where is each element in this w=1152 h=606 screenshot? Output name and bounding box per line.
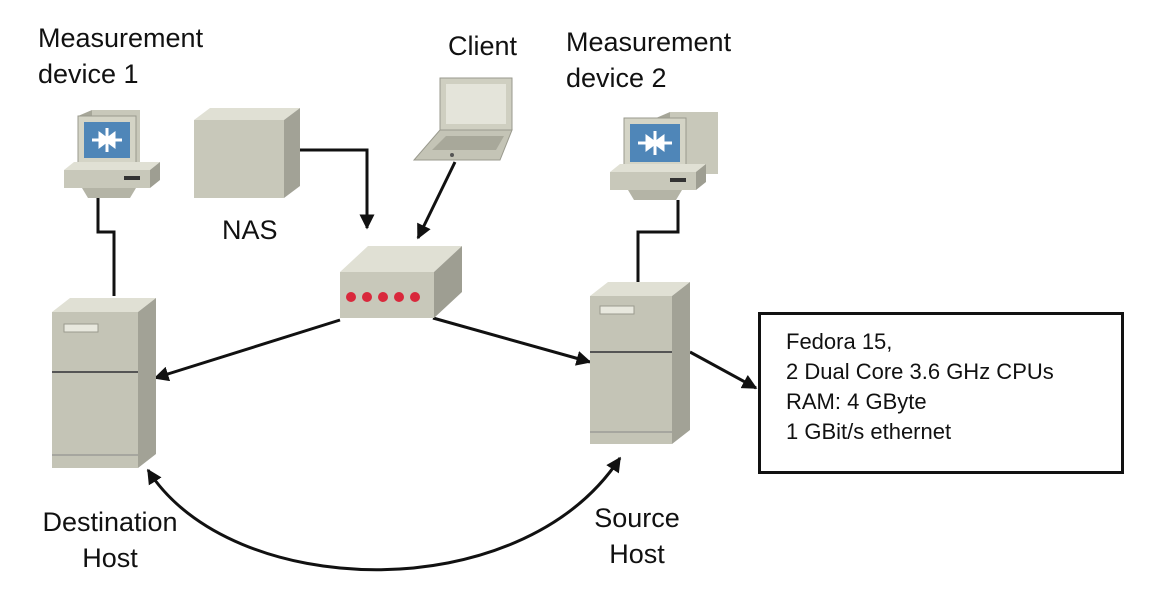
link-destination-source-curve	[146, 456, 622, 572]
switch-icon	[340, 246, 462, 318]
switch-port-leds	[346, 292, 420, 302]
source-host-icon	[590, 282, 690, 444]
connections	[96, 148, 758, 572]
measurement-device-1-label-line2: device 1	[38, 59, 139, 89]
measurement-device-2-label-line2: device 2	[566, 63, 667, 93]
destination-host-label-line1: Destination	[42, 507, 178, 537]
nas-label: NAS	[222, 215, 278, 245]
link-source-specbox	[689, 350, 758, 390]
link-nas-switch	[300, 148, 375, 230]
measurement-device-1-icon	[64, 110, 160, 198]
measurement-device-1-label: Measurement device 1	[38, 20, 203, 92]
client-label: Client	[448, 31, 518, 61]
link-switch-source	[432, 316, 592, 366]
router-arrows-icon	[638, 131, 672, 155]
destination-host-label: Destination Host	[30, 504, 190, 576]
measurement-device-2-label-line1: Measurement	[566, 27, 732, 57]
destination-host-label-line2: Host	[82, 543, 138, 573]
link-md2-source	[636, 200, 680, 282]
router-arrows-icon	[92, 128, 122, 152]
link-client-switch	[416, 161, 457, 240]
measurement-device-2-label: Measurement device 2	[566, 24, 731, 96]
client-laptop-icon	[412, 77, 513, 161]
source-host-label-line1: Source	[594, 503, 680, 533]
source-host-label: Source Host	[572, 500, 702, 572]
spec-network: 1 GBit/s ethernet	[786, 419, 952, 444]
source-host-label-line2: Host	[609, 539, 665, 569]
measurement-device-1-label-line1: Measurement	[38, 23, 204, 53]
host-spec-box: Fedora 15, 2 Dual Core 3.6 GHz CPUs RAM:…	[758, 312, 1124, 474]
measurement-device-2-icon	[610, 112, 718, 200]
link-md1-destination	[96, 198, 116, 296]
destination-host-icon	[52, 298, 156, 468]
spec-ram: RAM: 4 GByte	[786, 389, 927, 414]
link-switch-destination	[153, 318, 341, 382]
spec-os: Fedora 15,	[786, 329, 893, 354]
spec-cpu: 2 Dual Core 3.6 GHz CPUs	[786, 359, 1054, 384]
nas-icon	[194, 108, 300, 198]
